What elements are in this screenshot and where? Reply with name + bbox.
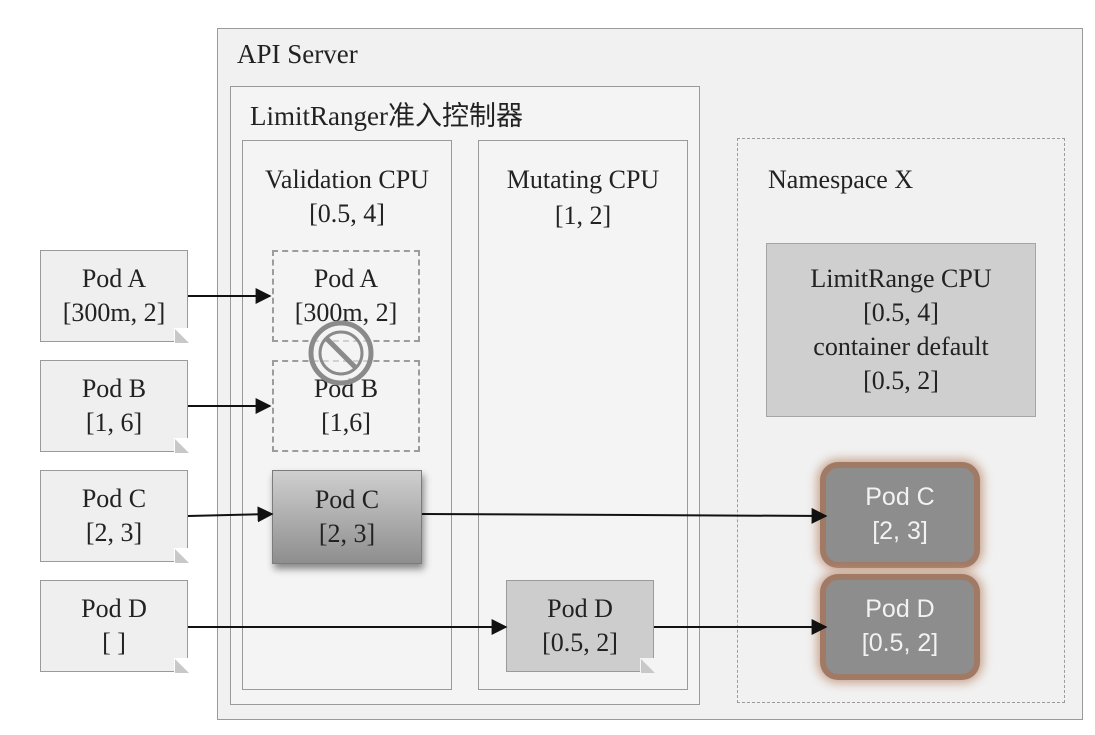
- namespace-container: [737, 138, 1065, 703]
- validation-title: Validation CPU: [265, 165, 429, 194]
- mutating-column: [478, 140, 688, 690]
- prohibited-icon: [308, 320, 374, 386]
- validation-pod-b-value: [1,6]: [321, 408, 371, 437]
- limitrange-default-label: container default: [813, 332, 989, 361]
- mutating-pod-d-value: [0.5, 2]: [542, 628, 618, 657]
- limitrange-default-range: [0.5, 2]: [863, 365, 939, 395]
- namespace-pod-c: Pod C [2, 3]: [826, 468, 974, 562]
- arrow-pod-c-in: [187, 506, 274, 523]
- validation-range: [0.5, 4]: [309, 199, 385, 228]
- validation-column: [242, 140, 452, 690]
- input-pod-c-value: [2, 3]: [85, 518, 143, 547]
- namespace-pod-d-value: [0.5, 2]: [861, 629, 939, 657]
- input-pod-b-name: Pod B: [81, 374, 147, 404]
- input-pod-b-value: [1, 6]: [85, 408, 143, 437]
- input-pod-d-value: [ ]: [102, 628, 126, 657]
- validation-pod-a-rejected: Pod A [300m, 2]: [272, 250, 420, 342]
- input-pod-a-name: Pod A: [81, 264, 147, 294]
- input-pod-b: Pod B [1, 6]: [40, 360, 189, 453]
- arrow-pod-c-out: [421, 507, 828, 524]
- namespace-pod-c-name: Pod C: [865, 483, 935, 512]
- mutating-pod-d-name: Pod D: [547, 594, 613, 624]
- validation-pod-a-name: Pod A: [313, 264, 379, 294]
- mutating-title: Mutating CPU: [506, 165, 660, 194]
- input-pod-c: Pod C [2, 3]: [40, 470, 189, 563]
- namespace-pod-d: Pod D [0.5, 2]: [826, 580, 974, 674]
- validation-pod-c-name: Pod C: [314, 485, 380, 515]
- namespace-pod-d-name: Pod D: [865, 595, 935, 624]
- input-pod-d-name: Pod D: [81, 594, 147, 624]
- limitrange-box: LimitRange CPU [0.5, 4] container defaul…: [766, 243, 1036, 417]
- namespace-title: Namespace X: [768, 165, 914, 194]
- limitranger-title: LimitRanger准入控制器: [250, 101, 523, 131]
- input-pod-a-value: [300m, 2]: [62, 298, 166, 327]
- api-server-title: API Server: [237, 39, 358, 69]
- validation-pod-c: Pod C [2, 3]: [272, 470, 422, 564]
- limitrange-range: [0.5, 4]: [863, 298, 939, 328]
- input-pod-a: Pod A [300m, 2]: [40, 250, 189, 343]
- input-pod-d: Pod D [ ]: [40, 580, 189, 673]
- limitrange-title: LimitRange CPU: [810, 264, 992, 294]
- mutating-pod-d: Pod D [0.5, 2]: [506, 580, 655, 673]
- validation-pod-c-value: [2, 3]: [318, 519, 376, 548]
- namespace-pod-c-value: [2, 3]: [872, 517, 928, 545]
- input-pod-c-name: Pod C: [81, 484, 147, 514]
- mutating-range: [1, 2]: [554, 201, 612, 230]
